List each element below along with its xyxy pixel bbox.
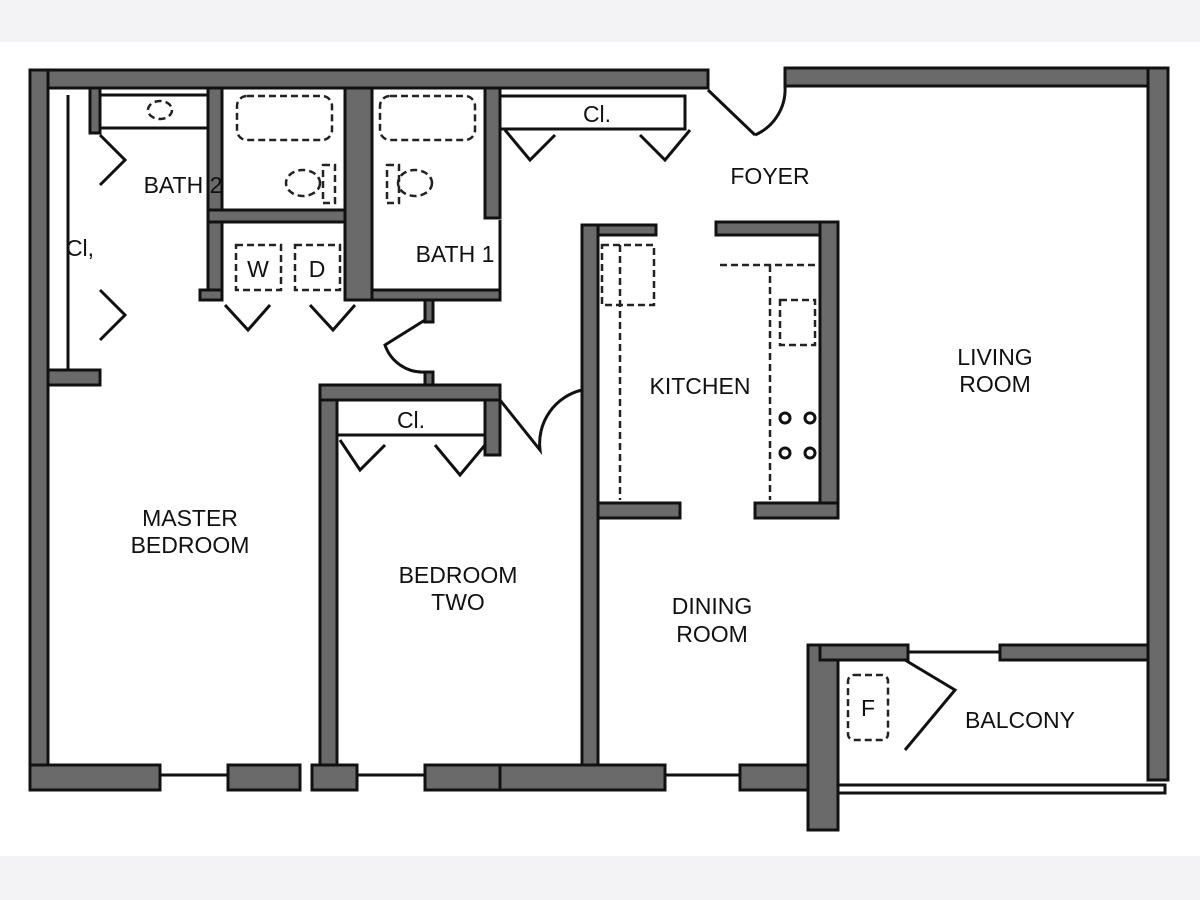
- label-balcony: BALCONY: [965, 707, 1075, 733]
- walls: [28, 66, 1170, 832]
- label-bath1: BATH 1: [416, 241, 495, 267]
- label-closet-left: Cl,: [66, 235, 94, 261]
- label-master-1: MASTER: [142, 505, 238, 531]
- washer-label: W: [247, 256, 269, 282]
- dryer-label: D: [309, 256, 326, 282]
- label-bath2: BATH 2: [144, 172, 223, 198]
- label-dining-2: ROOM: [676, 621, 748, 647]
- label-living-1: LIVING: [957, 344, 1032, 370]
- label-dining-1: DINING: [672, 593, 753, 619]
- label-kitchen: KITCHEN: [650, 373, 751, 399]
- label-living-2: ROOM: [959, 371, 1031, 397]
- label-foyer: FOYER: [730, 163, 809, 189]
- room-labels: BATH 2 BATH 1 Cl. Cl, Cl. FOYER KITCHEN …: [66, 101, 1075, 733]
- label-closet-bedroom-two: Cl.: [397, 407, 425, 433]
- top-margin: [0, 0, 1200, 42]
- fixtures: [66, 85, 958, 751]
- bottom-margin: [0, 856, 1200, 900]
- label-bedroom-two-2: TWO: [431, 589, 485, 615]
- label-bedroom-two-1: BEDROOM: [399, 562, 518, 588]
- fridge-label: F: [861, 695, 875, 721]
- label-closet-top: Cl.: [583, 101, 611, 127]
- label-master-2: BEDROOM: [131, 532, 250, 558]
